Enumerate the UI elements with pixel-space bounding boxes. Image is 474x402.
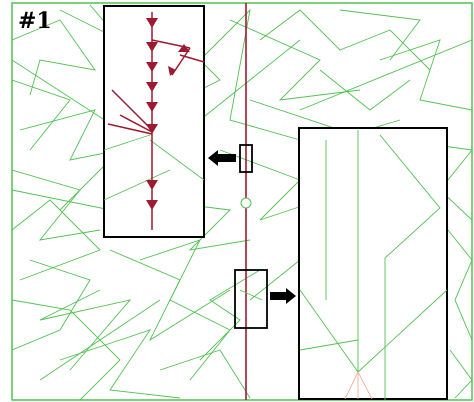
arrow-left-icon: [208, 150, 236, 166]
arrow-right-icon: [270, 288, 296, 304]
source-box-lower: [234, 269, 268, 329]
outer-frame: [11, 2, 473, 401]
source-box-upper: [239, 144, 253, 173]
inset-lower-right: [298, 127, 448, 400]
marker-circle: [240, 197, 252, 209]
panel-label: #1: [18, 8, 52, 34]
line-network: [12, 4, 472, 400]
inset-upper-left: [103, 5, 205, 238]
